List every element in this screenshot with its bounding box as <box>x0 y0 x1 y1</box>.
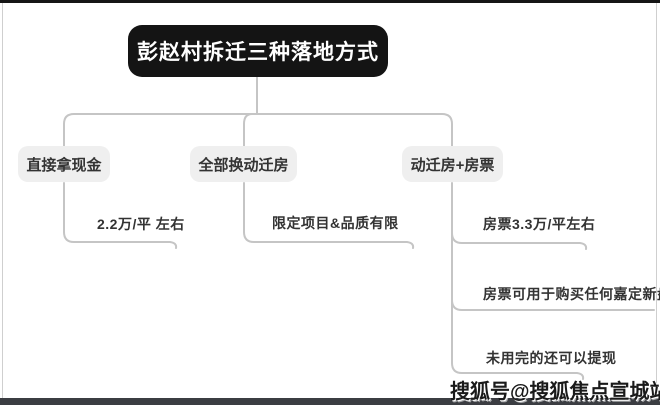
connector-rail <box>63 113 453 147</box>
connector-branch3-child1 <box>451 232 588 250</box>
right-border-line <box>656 3 657 398</box>
connector-branch3-child2 <box>451 299 655 311</box>
branch-node-cash: 直接拿现金 <box>18 146 110 182</box>
leaf-housing-limit: 限定项目&品质有限 <box>272 215 399 231</box>
left-border-line <box>2 3 3 398</box>
leaf-ticket-price: 房票3.3万/平左右 <box>483 216 596 232</box>
branch-node-relocation-housing: 全部换动迁房 <box>190 146 297 182</box>
top-border-bar <box>0 0 660 3</box>
bottom-border-bar <box>0 398 660 405</box>
leaf-ticket-cashout: 未用完的还可以提现 <box>486 350 617 366</box>
leaf-ticket-usage: 房票可用于购买任何嘉定新盘 <box>483 286 660 302</box>
watermark-text: 搜狐号@搜狐焦点宣城站 <box>450 381 660 403</box>
connector-branch3-trunk <box>451 182 585 380</box>
connector-branch1-child <box>63 182 178 249</box>
connector-middle-drop <box>243 113 258 147</box>
leaf-cash-price: 2.2万/平 左右 <box>97 216 185 232</box>
root-node: 彭赵村拆迁三种落地方式 <box>128 25 388 77</box>
connector-branch2-child <box>243 182 415 249</box>
branch-node-housing-plus-ticket: 动迁房+房票 <box>402 146 503 182</box>
